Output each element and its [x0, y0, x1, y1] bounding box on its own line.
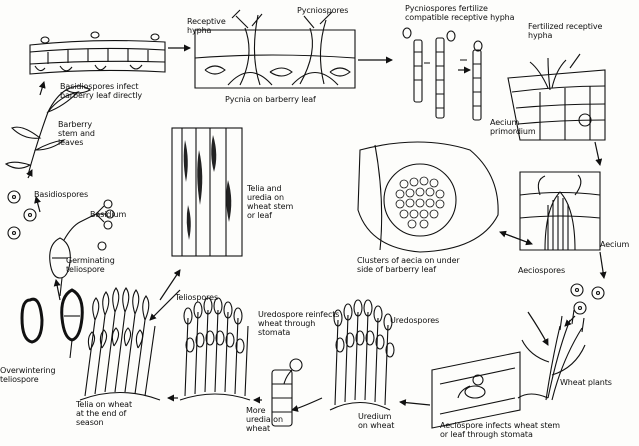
label-germinating-teliospore: Germinating teliospore [66, 256, 115, 274]
label-clusters-aecia: Clusters of aecia on under side of barbe… [357, 256, 460, 274]
label-pycniospores-fertilize: Pycniospores fertilize compatible recept… [405, 4, 515, 22]
barberry-plant-drawing [4, 85, 92, 176]
telia-drawing [79, 287, 161, 401]
pycnia-drawing [194, 9, 356, 89]
label-receptive-hypha: Receptive hypha [187, 17, 226, 35]
label-teliospores: Teliospores [175, 293, 219, 302]
cycle-arrows [26, 44, 607, 412]
more-uredia-drawing [179, 297, 251, 401]
uredium-drawing [329, 299, 395, 411]
label-uredospore-reinfects: Uredospore reinfects wheat through stoma… [258, 310, 340, 337]
label-aeciospores: Aeciospores [518, 266, 566, 275]
label-wheat-plants: Wheat plants [560, 378, 612, 387]
overwintering-teliospore-drawing [20, 288, 84, 359]
wheat-stem-section-drawing [171, 127, 243, 257]
label-telia-uredia-stem: Telia and uredia on wheat stem or leaf [247, 184, 294, 220]
label-fertilized-receptive-hypha: Fertilized receptive hypha [528, 22, 603, 40]
label-basidiospores: Basidiospores [34, 190, 89, 199]
label-telia-on-wheat: Telia on wheat at the end of season [76, 400, 133, 427]
label-uredium-on-wheat: Uredium on wheat [358, 412, 395, 430]
label-aecium: Aecium [600, 240, 630, 249]
label-aecium-primordium: Aecium primordium [490, 118, 536, 136]
germinating-teliospore-drawing [49, 199, 115, 297]
aecium-primordium-drawing [507, 53, 606, 141]
stomata-infection-drawing [271, 358, 303, 427]
label-basidiospores-infect: Basidiospores infect barberry leaf direc… [60, 82, 143, 100]
label-barberry-stem: Barberry stem and leaves [58, 120, 95, 147]
barberry-leaf-surface-drawing [29, 31, 166, 75]
label-pycniospores-top: Pycniospores [297, 6, 349, 15]
receptive-hyphae-drawing [402, 27, 483, 121]
wheat-leaf-stoma-drawing [431, 351, 521, 429]
aecia-cluster-leaf-drawing [357, 141, 499, 253]
aeciospores-drawing [570, 283, 605, 315]
basidiospores-drawing [7, 190, 37, 240]
aecium-drawing [519, 171, 601, 251]
label-uredospores: Uredospores [390, 316, 440, 325]
label-more-uredia: More uredia on wheat [246, 406, 283, 433]
label-aeciospore-infects: Aeciospore infects wheat stem or leaf th… [440, 421, 561, 439]
label-basidium: Basidium [90, 210, 127, 219]
label-pycnia-on-barberry: Pycnia on barberry leaf [225, 95, 316, 104]
label-overwintering-teliospore: Overwintering teliospore [0, 366, 56, 384]
